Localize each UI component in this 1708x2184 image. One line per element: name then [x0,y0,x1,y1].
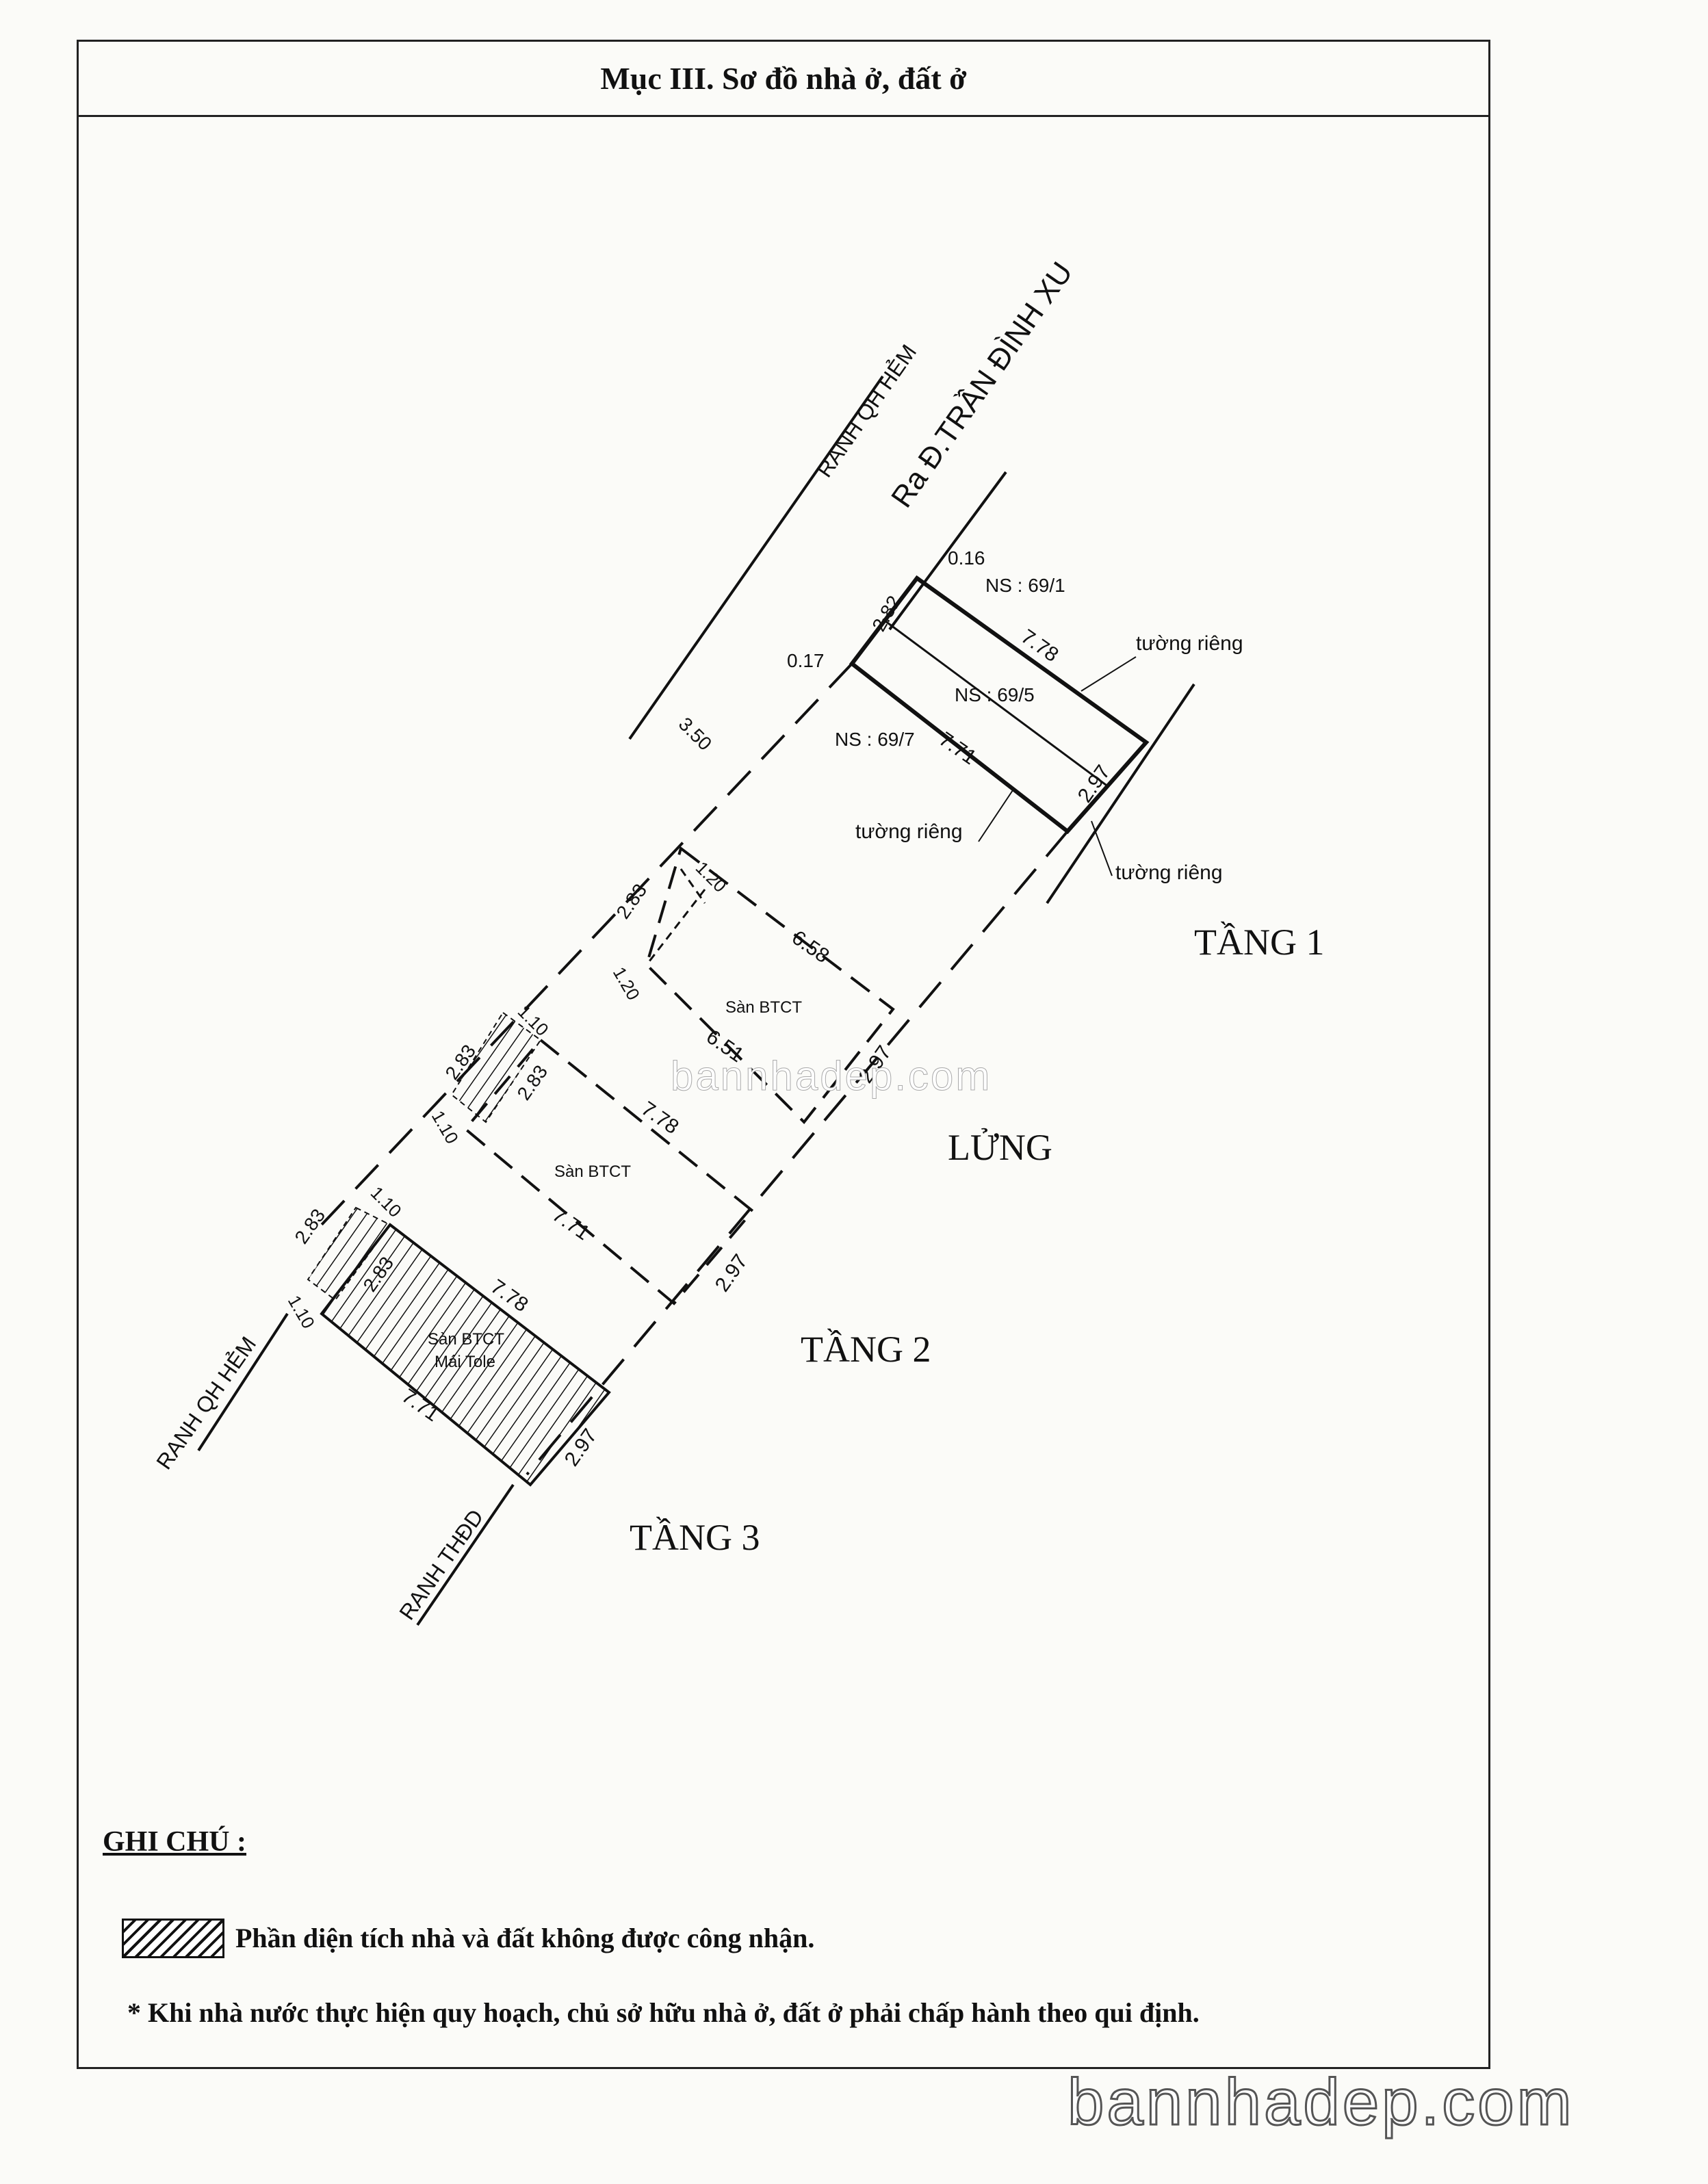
legend-hatch-swatch [122,1919,224,1958]
lung-cross-1 [680,868,706,904]
tang3-dim-1-10a: 1.10 [367,1182,406,1221]
neighbor-69-5: NS : 69/5 [955,684,1035,705]
tang2-dim-1-10b: 1.10 [428,1107,463,1147]
rule-text: * Khi nhà nước thực hiện quy hoạch, chủ … [127,1997,1200,2028]
lung-cross-2 [645,889,706,965]
lung-slab [645,846,895,1125]
wall-label-2: tường riêng [855,820,963,843]
tang1-dim-7-78: 7.78 [1017,625,1063,667]
wall-label-1: tường riêng [1136,632,1243,655]
tang2-slab [463,1038,755,1305]
dashed-right-edge [526,830,1069,1476]
wall-leader-2 [978,790,1013,842]
ranh-qh-hem-line-top [628,375,884,740]
ranh-qh-hem-line-bottom [197,1312,289,1452]
lung-dim-6-58: 6.58 [788,926,833,968]
street-label: Ra Đ.TRẦN ĐÌNH XU [884,256,1079,514]
tang2-dim-7-71: 7.71 [548,1204,594,1245]
page-title: Mục III. Sơ đồ nhà ở, đất ở [600,61,967,96]
dim-0-17: 0.17 [787,650,825,671]
title-bar: Mục III. Sơ đồ nhà ở, đất ở [79,42,1488,117]
tang3-dim-2-83a: 2.83 [291,1205,330,1247]
tang3-dim-1-10b: 1.10 [284,1292,319,1332]
neighbor-69-1: NS : 69/1 [985,575,1065,596]
ranh-thdd-line [416,1483,515,1626]
lung-dim-1-20b: 1.20 [609,963,644,1004]
street-side-line [888,471,1007,631]
tang3-hatched-strip [307,1206,391,1301]
right-boundary-line [1046,683,1195,905]
document-frame: Mục III. Sơ đồ nhà ở, đất ở [77,40,1490,2069]
watermark-footer: bannhadep.com [1067,2065,1575,2140]
lung-dim-1-20a: 1.20 [692,857,731,896]
legend-text: Phần diện tích nhà và đất không được côn… [235,1923,815,1953]
tang2-dim-7-78: 7.78 [637,1097,683,1139]
dashed-left-edge [320,662,853,1226]
notes-title: GHI CHÚ : [103,1826,246,1858]
wall-leader-1 [1081,656,1137,692]
lung-dim-2-83: 2.83 [612,880,651,922]
tang3-roof-label: Mái Tole [435,1353,495,1371]
dim-0-16: 0.16 [948,547,985,569]
floor-label-tang-2: TẦNG 2 [801,1328,931,1370]
neighbor-69-7: NS : 69/7 [835,729,915,750]
tang2-slab-label: Sàn BTCT [554,1162,631,1181]
floor-label-tang-3: TẦNG 3 [630,1516,760,1558]
lung-slab-label: Sàn BTCT [725,998,802,1017]
floor-label-lung: LỬNG [948,1127,1052,1168]
ranh-qh-hem-top-label: RANH QH HẺM [812,340,921,482]
wall-leader-3 [1091,820,1113,876]
tang1-divider [882,618,1109,788]
tang2-dim-2-97: 2.97 [711,1250,753,1296]
tang2-hatched-strip [450,1011,542,1123]
ranh-qh-hem-bottom-label: RANH QH HẺM [151,1332,261,1474]
tang3-slab-label: Sàn BTCT [428,1330,504,1349]
watermark-middle: bannhadep.com [670,1053,992,1100]
wall-label-3: tường riêng [1115,861,1223,884]
ranh-thdd-label: RANH THĐD [394,1505,488,1624]
floor-label-tang-1: TẦNG 1 [1194,921,1324,963]
dim-3-50: 3.50 [675,713,716,754]
